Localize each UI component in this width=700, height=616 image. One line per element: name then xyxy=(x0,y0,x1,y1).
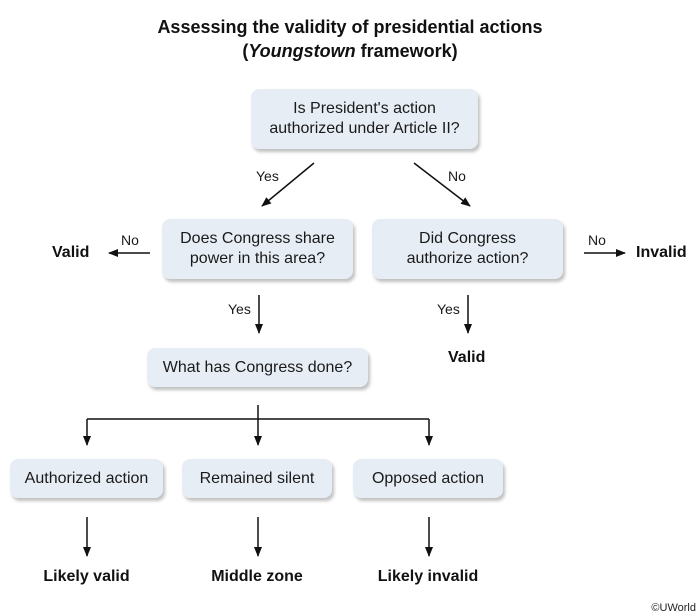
outcome-likely-valid: Likely valid xyxy=(43,568,130,585)
outcome-likely-invalid: Likely invalid xyxy=(377,568,479,585)
node-congress-done-question: What has Congress done? xyxy=(147,348,368,387)
node-authorized-action: Authorized action xyxy=(10,459,163,498)
label-share-yes: Yes xyxy=(228,301,251,317)
label-authorize-no: No xyxy=(588,232,606,248)
case-name: Youngstown xyxy=(248,41,356,61)
outcome-share-no: Valid xyxy=(52,244,90,261)
label-start-yes: Yes xyxy=(256,168,279,184)
arrow-start-yes xyxy=(261,162,315,207)
diagram-title: Assessing the validity of presidential a… xyxy=(157,17,543,37)
label-authorize-yes: Yes xyxy=(437,301,460,317)
outcome-authorize-no: Invalid xyxy=(636,244,687,261)
node-opposed-action: Opposed action xyxy=(353,459,503,498)
arrow-start-no xyxy=(413,162,471,207)
outcome-middle-zone: Middle zone xyxy=(211,568,303,585)
outcome-authorize-yes: Valid xyxy=(448,349,486,366)
copyright-credit: ©UWorld xyxy=(651,602,696,614)
label-share-no: No xyxy=(121,232,139,248)
diagram-subtitle: (Youngstown framework) xyxy=(242,41,458,61)
node-remained-silent: Remained silent xyxy=(182,459,332,498)
label-start-no: No xyxy=(448,168,466,184)
